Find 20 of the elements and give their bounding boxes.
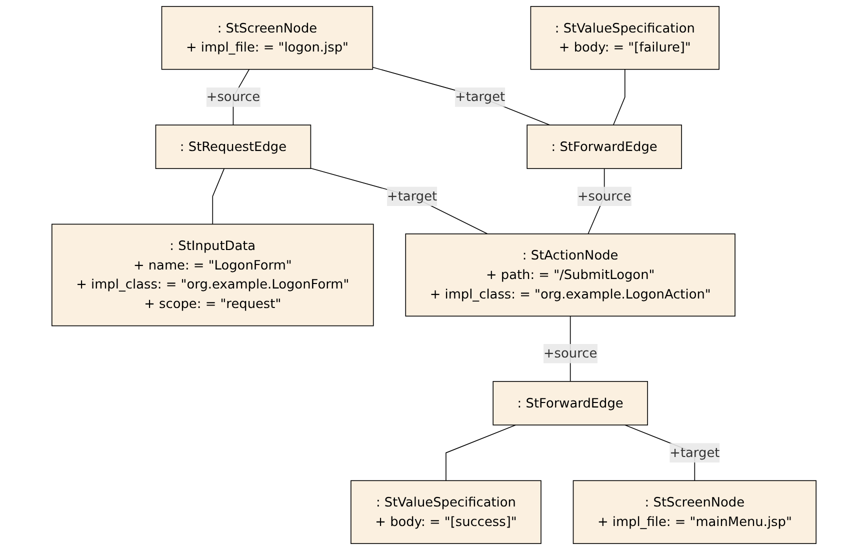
node-box: : StValueSpecification + body: = "[success]": [350, 480, 542, 544]
connector: [446, 424, 516, 482]
node-box: : StForwardEdge: [492, 381, 648, 426]
node-box: : StRequestEdge: [155, 124, 312, 169]
edge-label: +target: [670, 444, 720, 460]
connector: [372, 66, 550, 126]
node-box: : StScreenNode + impl_file: = "mainMenu.jsp": [572, 480, 816, 544]
node-box: : StScreenNode + impl_file: = "logon.jsp": [161, 6, 374, 70]
edge-label: +source: [543, 346, 598, 361]
node-box: : StForwardEdge: [526, 124, 682, 169]
edge-label: +target: [387, 188, 438, 204]
node-box: : StValueSpecification + body: = "[failure]": [530, 6, 720, 70]
edge-label: +source: [206, 89, 260, 104]
node-box: : StInputData + name: = "LogonForm" + impl_class: = "org.example.LogonForm" + scope: = "request": [52, 224, 374, 326]
node-box: : StActionNode + path: = "/SubmitLogon" + impl_class: = "org.example.LogonAction": [405, 233, 736, 317]
edge-label: +target: [455, 89, 506, 104]
connector: [310, 168, 488, 234]
connector: [212, 168, 225, 225]
edge-label: +source: [577, 188, 632, 204]
connector: [612, 68, 626, 126]
